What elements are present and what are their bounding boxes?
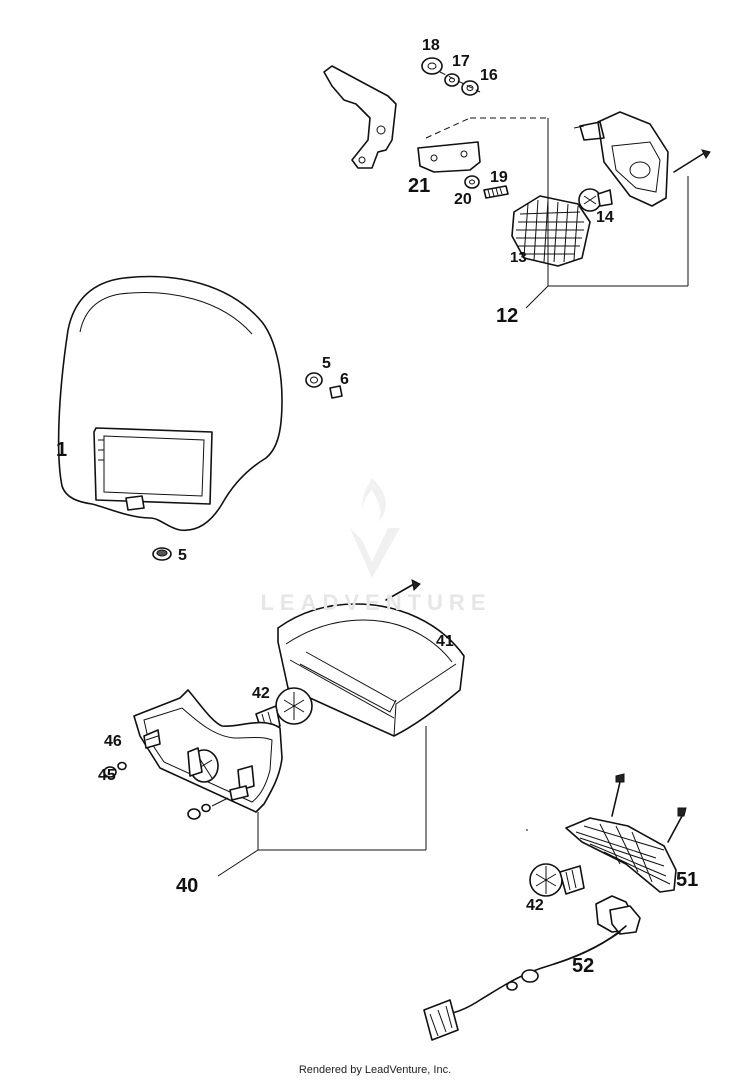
screw-part-19: [483, 185, 509, 199]
callout-42-upper: 42: [252, 685, 270, 702]
screw-part-51-left: [611, 773, 625, 817]
turn-signal-housing: [573, 111, 711, 207]
callout-6: 6: [340, 371, 349, 388]
callout-5-lower: 5: [178, 547, 187, 564]
callout-16: 16: [480, 67, 498, 84]
footer-credit: Rendered by LeadVenture, Inc.: [298, 1064, 452, 1076]
washer-part-16: [461, 80, 479, 96]
nut-part-18: [421, 57, 443, 75]
callout-40: 40: [176, 875, 199, 897]
wiring-harness-part-52: [423, 895, 641, 1041]
callout-51: 51: [676, 869, 699, 891]
callout-5-upper: 5: [322, 355, 331, 372]
bulb-part-42-lower: [529, 863, 585, 897]
grommet-part-5-lower: [152, 547, 172, 561]
lens-part-13: [511, 195, 591, 267]
callout-46: 46: [104, 733, 122, 750]
callout-41: 41: [436, 633, 454, 650]
callout-14: 14: [596, 209, 614, 226]
screw-top-41: [385, 579, 421, 601]
callout-21: 21: [408, 175, 431, 197]
headlight-mask-part-1: [57, 275, 283, 532]
grommet-part-5-upper: [305, 372, 323, 388]
nut-part-45: [103, 761, 127, 778]
callout-18: 18: [422, 37, 440, 54]
lens-cover-part-41: [277, 603, 465, 737]
nut-washer-lower: [187, 797, 229, 820]
callout-45: 45: [98, 767, 116, 784]
sleeve-part-6: [329, 385, 343, 399]
callout-19: 19: [490, 169, 508, 186]
callout-52: 52: [572, 955, 595, 977]
washer-part-20: [464, 175, 480, 189]
watermark-brand-text: LEADVENTURE: [260, 590, 492, 615]
washer-part-17: [444, 73, 460, 87]
callout-17: 17: [452, 53, 470, 70]
screw-part-51-right: [667, 807, 687, 843]
callout-12: 12: [496, 305, 519, 327]
bulb-part-14: [578, 188, 613, 212]
bracket-part-21: [323, 65, 548, 173]
callout-42-lower: 42: [526, 897, 544, 914]
flame-v-logo-icon: [350, 478, 400, 578]
tail-light-housing-part-40: [133, 689, 283, 813]
callout-13: 13: [510, 249, 527, 266]
stud-part-46: [143, 729, 161, 749]
callout-20: 20: [454, 191, 472, 208]
license-light-cover-part-51: [565, 817, 677, 893]
callout-1: 1: [56, 439, 68, 461]
